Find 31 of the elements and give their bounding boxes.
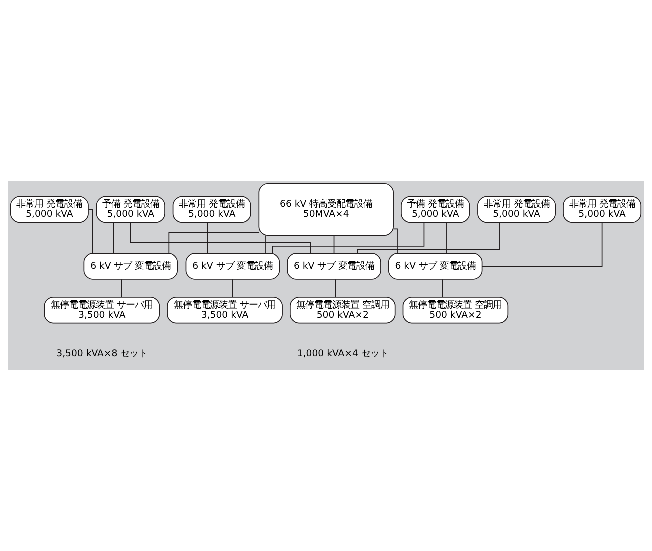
label: 1,000 kVA×4 セット — [297, 348, 388, 360]
connector — [272, 222, 425, 254]
connector — [121, 279, 122, 298]
node-box: 66 kV 特高受配電設備 50MVA×4 — [258, 183, 394, 236]
node-box: 非常用 発電設備 5,000 kVA — [10, 196, 89, 224]
connector — [335, 279, 336, 298]
node-box: 無停電電源装置 サーバ用 3,500 kVA — [44, 297, 160, 324]
connector — [130, 222, 312, 254]
connector — [334, 235, 335, 254]
connector — [393, 228, 398, 254]
connector — [232, 279, 234, 298]
connector — [207, 222, 208, 254]
connector — [113, 222, 114, 254]
node-box: 無停電電源装置 サーバ用 3,500 kVA — [167, 297, 283, 324]
node-box: 非常用 発電設備 5,000 kVA — [172, 196, 252, 224]
label: 3,500 kVA×8 セット — [56, 348, 148, 360]
connector — [357, 222, 500, 254]
connector — [482, 222, 603, 267]
node-box: 6 kV サブ 変電設備 — [186, 253, 280, 280]
node-box: 無停電電源装置 空調用 500 kVA×2 — [290, 297, 396, 324]
connector — [168, 232, 260, 254]
node-box: 予備 発電設備 5,000 kVA — [96, 196, 166, 224]
connector — [442, 279, 444, 298]
node-box: 非常用 発電設備 5,000 kVA — [563, 196, 642, 224]
node-box: 6 kV サブ 変電設備 — [287, 253, 382, 280]
connector — [446, 222, 448, 254]
node-box: 無停電電源装置 空調用 500 kVA×2 — [402, 297, 509, 324]
node-box: 非常用 発電設備 5,000 kVA — [478, 196, 556, 224]
node-box: 予備 発電設備 5,000 kVA — [401, 196, 470, 224]
node-box: 6 kV サブ 変電設備 — [388, 253, 483, 280]
node-box: 6 kV サブ 変電設備 — [84, 253, 178, 280]
